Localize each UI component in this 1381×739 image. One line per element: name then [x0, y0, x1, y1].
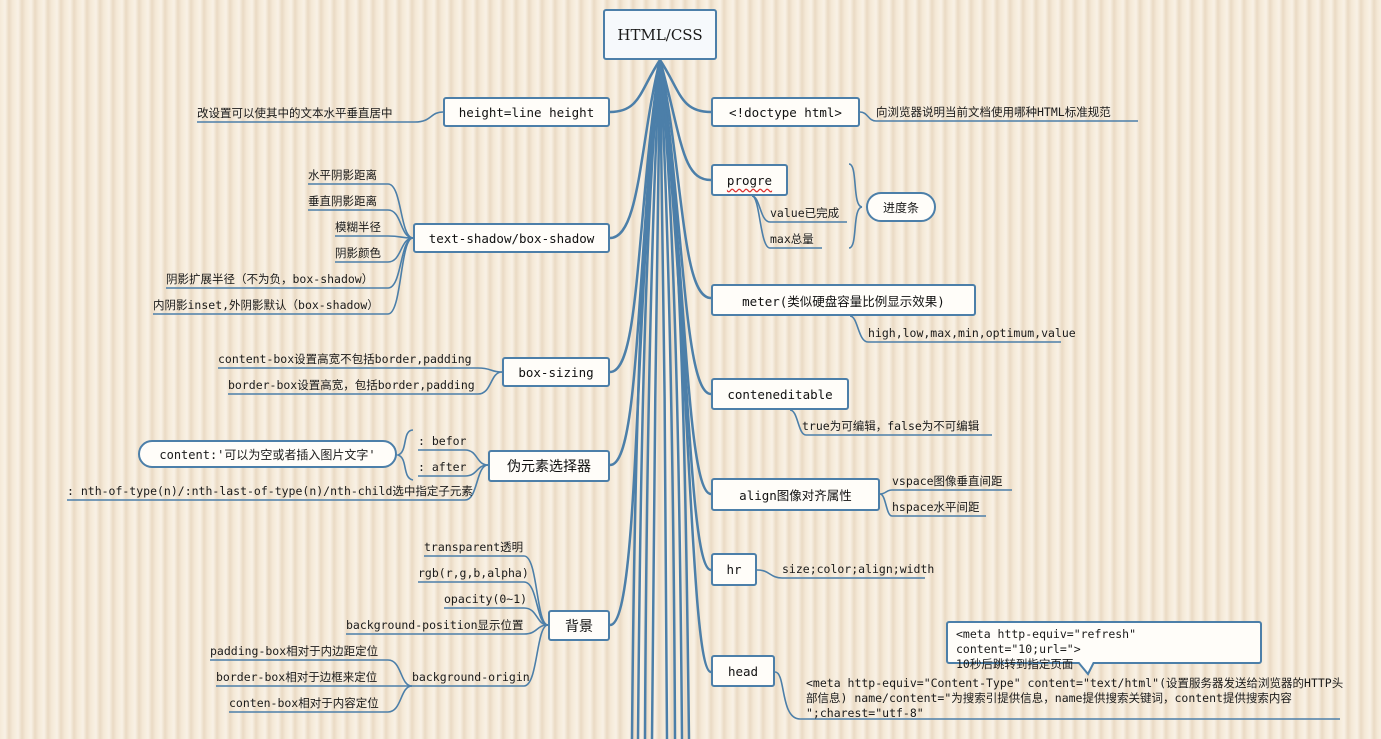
- leaf-shadow-0: 水平阴影距离: [308, 168, 377, 182]
- meta-line-3: ";charest="utf-8": [806, 706, 924, 720]
- leaf-bg-3: background-position显示位置: [346, 618, 524, 632]
- node-height[interactable]: height=line height: [443, 97, 610, 127]
- leaf-bg-0: transparent透明: [424, 540, 524, 554]
- node-shadow-label: text-shadow/box-shadow: [428, 230, 595, 246]
- leaf-height: 改设置可以使其中的文本水平垂直居中: [197, 106, 393, 120]
- content-bubble-label: content:'可以为空或者插入图片文字': [159, 447, 376, 462]
- leaf-head-meta: <meta http-equiv="Content-Type" content=…: [806, 676, 1343, 721]
- leaf-shadow-4: 阴影扩展半径（不为负，box-shadow）: [166, 272, 374, 286]
- node-progre-label: progre: [726, 172, 773, 188]
- node-height-label: height=line height: [458, 104, 595, 120]
- leaf-progre-0: value已完成: [770, 206, 840, 220]
- node-doctype-label: <!doctype html>: [729, 104, 842, 120]
- node-box-sizing[interactable]: box-sizing: [502, 357, 610, 387]
- leaf-hr: size;color;align;width: [782, 562, 935, 576]
- leaf-shadow-2: 模糊半径: [335, 220, 381, 234]
- leaf-bg-2: opacity(0~1): [444, 592, 528, 606]
- node-meter-label: meter(类似硬盘容量比例显示效果): [742, 293, 945, 309]
- leaf-box-sizing-1: border-box设置高宽，包括border,padding: [228, 378, 475, 392]
- node-box-sizing-label: box-sizing: [518, 364, 594, 380]
- node-hr-label: hr: [726, 562, 742, 577]
- root-label: HTML/CSS: [617, 25, 703, 44]
- node-background-label: 背景: [565, 618, 593, 635]
- content-bubble[interactable]: content:'可以为空或者插入图片文字': [138, 440, 397, 468]
- leaf-contenteditable: true为可编辑，false为不可编辑: [802, 419, 980, 433]
- leaf-align-1: hspace水平间距: [892, 500, 980, 514]
- leaf-box-sizing-0: content-box设置高宽不包括border,padding: [218, 352, 472, 366]
- node-pseudo[interactable]: 伪元素选择器: [488, 450, 610, 482]
- leaf-progre-1: max总量: [770, 232, 814, 246]
- progress-group-label: 进度条: [882, 200, 919, 215]
- leaf-pseudo-after: : after: [418, 460, 467, 474]
- meta-line-1: <meta http-equiv="Content-Type" content=…: [806, 676, 1344, 690]
- leaf-origin-0: padding-box相对于内边距定位: [210, 644, 379, 658]
- node-align-label: align图像对齐属性: [739, 488, 852, 503]
- node-head[interactable]: head: [711, 655, 775, 687]
- leaf-pseudo-befor: : befor: [418, 434, 467, 448]
- leaf-align-0: vspace图像垂直间距: [892, 474, 1003, 488]
- callout-line-1: <meta http-equiv="refresh" content="10;u…: [956, 627, 1137, 656]
- root-node[interactable]: HTML/CSS: [603, 9, 717, 60]
- node-contenteditable-label: conteneditable: [727, 386, 833, 402]
- node-meter[interactable]: meter(类似硬盘容量比例显示效果): [711, 284, 976, 316]
- meta-line-2: 部信息) name/content="为搜索引提供信息，name提供搜索关键词，…: [806, 691, 1292, 705]
- node-background[interactable]: 背景: [548, 610, 610, 641]
- node-hr[interactable]: hr: [711, 553, 757, 586]
- callout-line-2: 10秒后跳转到指定页面: [956, 657, 1074, 671]
- node-align[interactable]: align图像对齐属性: [711, 478, 880, 511]
- leaf-doctype: 向浏览器说明当前文档使用哪种HTML标准规范: [876, 105, 1111, 119]
- refresh-callout[interactable]: <meta http-equiv="refresh" content="10;u…: [946, 621, 1262, 671]
- callout-pointer: [1078, 662, 1095, 676]
- leaf-shadow-1: 垂直阴影距离: [308, 194, 377, 208]
- leaf-pseudo-nth: : nth-of-type(n)/:nth-last-of-type(n)/nt…: [67, 484, 473, 498]
- node-contenteditable[interactable]: conteneditable: [711, 378, 849, 410]
- node-progre[interactable]: progre: [711, 164, 788, 196]
- node-pseudo-label: 伪元素选择器: [507, 459, 591, 475]
- leaf-meter: high,low,max,min,optimum,value: [868, 326, 1076, 340]
- node-doctype[interactable]: <!doctype html>: [711, 97, 860, 127]
- leaf-bg-origin: background-origin: [412, 670, 530, 684]
- leaf-origin-1: border-box相对于边框来定位: [216, 670, 378, 684]
- leaf-shadow-5: 内阴影inset,外阴影默认（box-shadow）: [153, 298, 379, 312]
- progress-group-bubble[interactable]: 进度条: [866, 192, 936, 222]
- node-shadow[interactable]: text-shadow/box-shadow: [413, 223, 610, 253]
- leaf-shadow-3: 阴影颜色: [335, 246, 381, 260]
- leaf-origin-2: conten-box相对于内容定位: [229, 696, 379, 710]
- leaf-bg-1: rgb(r,g,b,alpha): [418, 566, 529, 580]
- node-head-label: head: [727, 663, 759, 679]
